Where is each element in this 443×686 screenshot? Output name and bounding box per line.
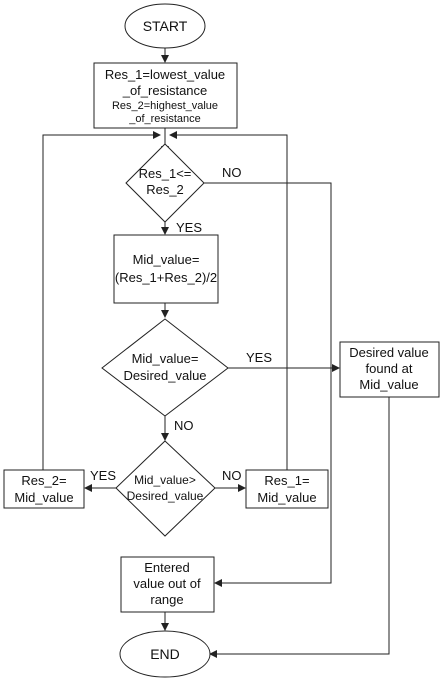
init-line-4: _of_resistance [128,113,201,125]
out-of-range-output-box: Entered value out of range [120,556,215,613]
greater-check-no-label: NO [222,468,242,483]
end-label: END [150,646,180,662]
range-check-yes-label: YES [176,220,202,235]
set-res2-line-2: Mid_value [14,490,73,505]
set-res1-process-box: Res_1= Mid_value [245,469,329,509]
mid-calc-line-1: Mid_value= [133,252,200,267]
found-line-2: found at [366,361,413,376]
init-line-3: Res_2=highest_value [112,100,218,112]
set-res1-line-1: Res_1= [264,473,309,488]
arrow-set-res1-loop-back [169,131,288,470]
equal-check-decision: Mid_value= Desired_value [101,318,229,417]
init-line-1: Res_1=lowest_value [105,67,225,82]
found-line-3: Mid_value [359,377,418,392]
connectors [42,48,390,658]
mid-calc-line-2: (Res_1+Res_2)/2 [115,270,217,285]
out-of-range-line-3: range [150,592,183,607]
equal-check-yes-label: YES [246,350,272,365]
mid-value-process-box: Mid_value= (Res_1+Res_2)/2 [113,234,219,304]
equal-check-no-label: NO [174,418,194,433]
start-terminal: START [124,3,206,49]
range-check-line-2: Res_2 [146,182,184,197]
out-of-range-line-1: Entered [144,560,190,575]
equal-check-line-2: Desired_value [123,368,206,383]
equal-check-line-1: Mid_value= [132,351,199,366]
set-res1-line-2: Mid_value [257,490,316,505]
arrow-found-to-end [209,397,390,658]
set-res2-process-box: Res_2= Mid_value [3,469,85,509]
arrow-set-res2-loop-back [42,131,161,470]
set-res2-line-1: Res_2= [21,473,66,488]
init-process-box: Res_1=lowest_value _of_resistance Res_2=… [93,62,238,129]
start-label: START [143,18,188,34]
range-check-line-1: Res_1<= [139,166,192,181]
greater-check-line-1: Mid_value> [134,473,196,487]
greater-check-line-2: Desired_value [127,489,204,503]
out-of-range-line-2: value out of [133,576,201,591]
greater-check-yes-label: YES [90,468,116,483]
init-line-2: _of_resistance [122,83,208,98]
range-check-decision: Res_1<= Res_2 [125,143,205,223]
greater-check-decision: Mid_value> Desired_value [115,440,216,537]
arrow-range-check-no-to-out-of-range [204,182,332,587]
found-output-box: Desired value found at Mid_value [339,341,440,398]
range-check-no-label: NO [222,165,242,180]
end-terminal: END [119,630,211,678]
found-line-1: Desired value [349,345,429,360]
